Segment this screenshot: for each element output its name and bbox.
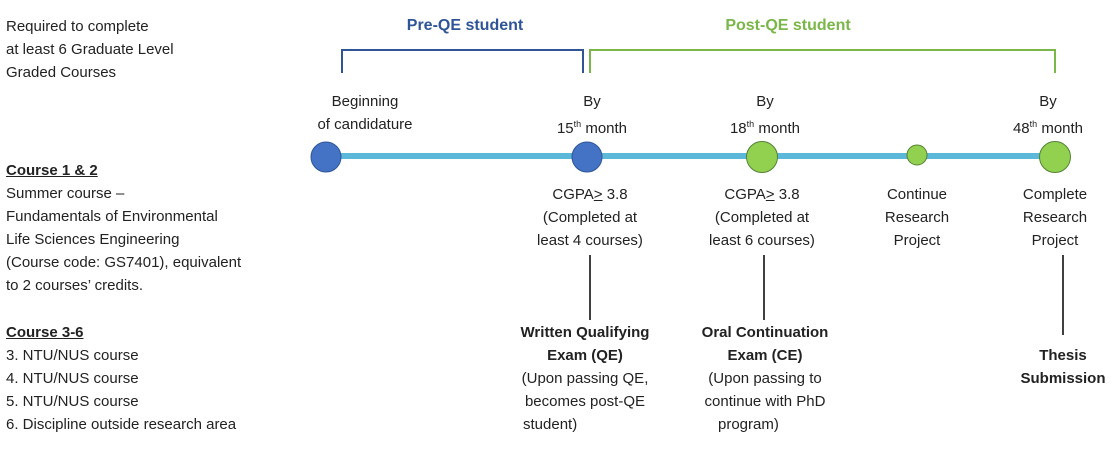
milestone-48th-label: By 48th month: [978, 90, 1118, 140]
month-number: 18: [729, 120, 747, 137]
milestone-18th-criteria: CGPA> 3.8 (Completed at least 6 courses): [682, 183, 842, 252]
month-number: 48: [1012, 120, 1030, 137]
node-beginning: [310, 141, 342, 173]
ordinal-suffix: th: [573, 119, 582, 129]
course-line: (Course code: GS7401), equivalent: [6, 254, 242, 271]
exam-note: program): [718, 416, 779, 433]
criteria-line: least 6 courses): [709, 232, 815, 249]
course-line: 4. NTU/NUS course: [6, 370, 139, 387]
research-line: Project: [1031, 232, 1079, 249]
milestone-15th-criteria: CGPA> 3.8 (Completed at least 4 courses): [510, 183, 670, 252]
node-48th-month: [1039, 141, 1071, 173]
node-18th-month: [746, 141, 778, 173]
month-word: month: [1037, 120, 1084, 137]
continue-research-label: Continue Research Project: [862, 183, 972, 252]
milestone-label-line: 18th month: [695, 113, 835, 140]
criteria-line: (Completed at: [714, 209, 810, 226]
milestone-label-line: Beginning: [331, 93, 399, 110]
milestone-18th-label: By 18th month: [695, 90, 835, 140]
course-line: 3. NTU/NUS course: [6, 347, 139, 364]
research-line: Continue: [886, 186, 948, 203]
month-number: 15: [556, 120, 574, 137]
course-line: 6. Discipline outside research area: [6, 416, 237, 433]
research-line: Complete: [1022, 186, 1088, 203]
milestone-beginning-label: Beginning of candidature: [290, 90, 440, 136]
greater-equal-sign: >: [593, 186, 603, 203]
exam-title: Written Qualifying: [520, 324, 650, 341]
research-line: Project: [893, 232, 941, 249]
milestone-15th-label: By 15th month: [522, 90, 662, 140]
exam-note: (Upon passing QE,: [521, 370, 649, 387]
complete-research-label: Complete Research Project: [1000, 183, 1110, 252]
node-continue-research: [906, 144, 928, 166]
course-heading: Course 3-6: [6, 324, 84, 341]
ce-exam-block: Oral Continuation Exam (CE) (Upon passin…: [690, 321, 840, 436]
course-1-2-block: Course 1 & 2 Summer course – Fundamental…: [6, 159, 241, 297]
exam-note: student): [523, 416, 578, 433]
course-line: 5. NTU/NUS course: [6, 393, 139, 410]
cgpa-value: > 3.8: [765, 186, 800, 203]
criteria-line: least 4 courses): [537, 232, 643, 249]
course-line: Fundamentals of Environmental: [6, 208, 218, 225]
cgpa-requirement: CGPA> 3.8: [682, 183, 842, 206]
requirement-line-2: at least 6 Graduate Level: [6, 41, 174, 58]
qe-exam-block: Written Qualifying Exam (QE) (Upon passi…: [500, 321, 670, 436]
ordinal-suffix: th: [1029, 119, 1038, 129]
greater-equal-sign: >: [765, 186, 775, 203]
post-qe-label: Post-QE student: [725, 17, 851, 34]
research-line: Research: [1022, 209, 1088, 226]
pre-qe-bracket: [341, 49, 584, 73]
cgpa-value: > 3.8: [593, 186, 628, 203]
course-line: Summer course –: [6, 185, 125, 202]
course-line: to 2 courses’ credits.: [6, 277, 143, 294]
exam-title: Thesis: [1039, 347, 1087, 364]
post-qe-bracket: [589, 49, 1056, 73]
exam-title: Exam (QE): [547, 347, 623, 364]
exam-title: Exam (CE): [727, 347, 803, 364]
milestone-label-line: 48th month: [978, 113, 1118, 140]
course-3-6-block: Course 3-6 3. NTU/NUS course 4. NTU/NUS …: [6, 321, 236, 436]
graduate-course-requirement: Required to complete at least 6 Graduate…: [6, 15, 174, 84]
milestone-label-line: of candidature: [317, 116, 413, 133]
month-word: month: [581, 120, 628, 137]
milestone-label-line: 15th month: [522, 113, 662, 140]
cgpa-label: CGPA: [724, 186, 766, 203]
month-word: month: [754, 120, 801, 137]
milestone-label-line: By: [756, 93, 774, 110]
pre-qe-label: Pre-QE student: [406, 17, 524, 34]
exam-title: Submission: [1020, 370, 1106, 387]
milestone-label-line: By: [1039, 93, 1057, 110]
node-15th-month: [571, 141, 603, 173]
requirement-line-3: Graded Courses: [6, 64, 117, 81]
thesis-submission-block: Thesis Submission: [1013, 344, 1113, 390]
exam-note: becomes post-QE: [524, 393, 646, 410]
cgpa-label: CGPA: [552, 186, 594, 203]
research-line: Research: [884, 209, 950, 226]
course-heading: Course 1 & 2: [6, 162, 98, 179]
requirement-line-1: Required to complete: [6, 18, 149, 35]
milestone-label-line: By: [583, 93, 601, 110]
course-line: Life Sciences Engineering: [6, 231, 180, 248]
cgpa-requirement: CGPA> 3.8: [510, 183, 670, 206]
exam-note: continue with PhD: [704, 393, 826, 410]
exam-note: (Upon passing to: [708, 370, 822, 387]
exam-title: Oral Continuation: [701, 324, 829, 341]
criteria-line: (Completed at: [542, 209, 638, 226]
ordinal-suffix: th: [746, 119, 755, 129]
